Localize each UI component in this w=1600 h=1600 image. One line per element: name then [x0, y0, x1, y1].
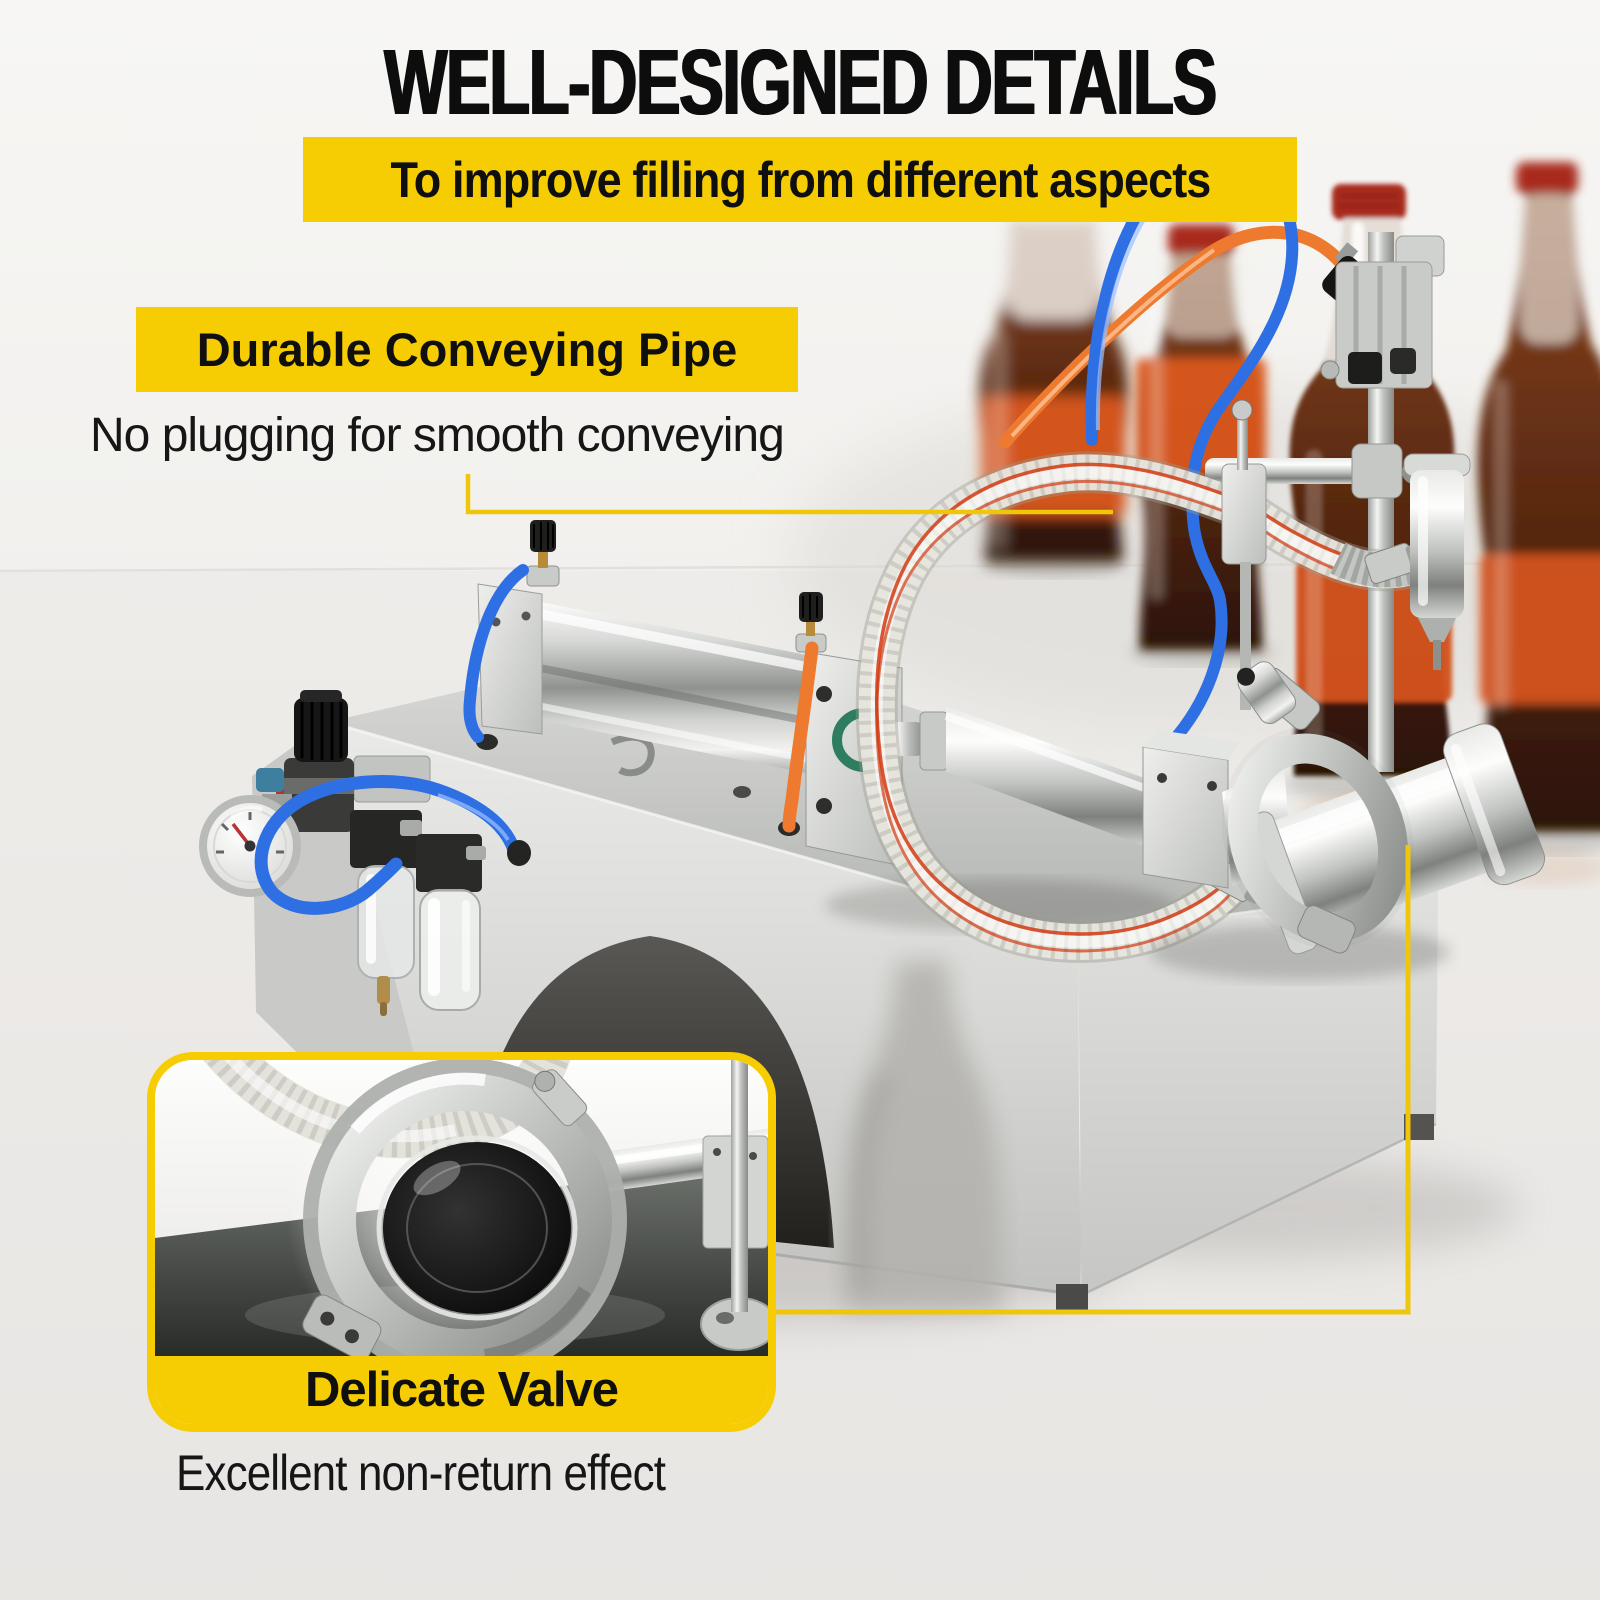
air-regulator-unit — [199, 564, 531, 1016]
inset-stand-rod — [731, 1060, 748, 1312]
filling-nozzle — [1403, 453, 1471, 670]
nozzle-needle — [1433, 640, 1441, 670]
page-title: WELL-DESIGNED DETAILS — [384, 29, 1217, 134]
valve-callout-label: Delicate Valve — [155, 1356, 768, 1424]
inset-clamp-lug — [302, 1294, 382, 1356]
valve-inset-card: Delicate Valve — [147, 1052, 776, 1432]
valve-closeup-photo — [155, 1060, 768, 1356]
piston-rod — [946, 706, 1150, 848]
subtitle-text: To improve filling from different aspect… — [390, 151, 1211, 208]
blue-air-tube-left — [463, 564, 529, 743]
inset-valve-ring — [302, 1060, 627, 1356]
pipe-callout-description: No plugging for smooth conveying — [90, 409, 785, 462]
cola-bottle-4 — [1477, 162, 1600, 832]
regulator-knob — [294, 690, 348, 762]
inset-clamp-bolt — [532, 1069, 588, 1127]
subtitle-banner: To improve filling from different aspect… — [303, 137, 1297, 222]
valve-callout-description: Excellent non-return effect — [176, 1445, 666, 1501]
lubricator-bowl — [416, 834, 486, 1011]
pipe-callout-label: Durable Conveying Pipe — [136, 307, 798, 392]
blue-air-tube-loop — [254, 775, 521, 915]
hose-holder-block — [1221, 399, 1267, 710]
speed-controller-left — [526, 520, 560, 587]
inset-valve-opening — [383, 1142, 571, 1314]
valve-end-flange — [1443, 723, 1546, 886]
